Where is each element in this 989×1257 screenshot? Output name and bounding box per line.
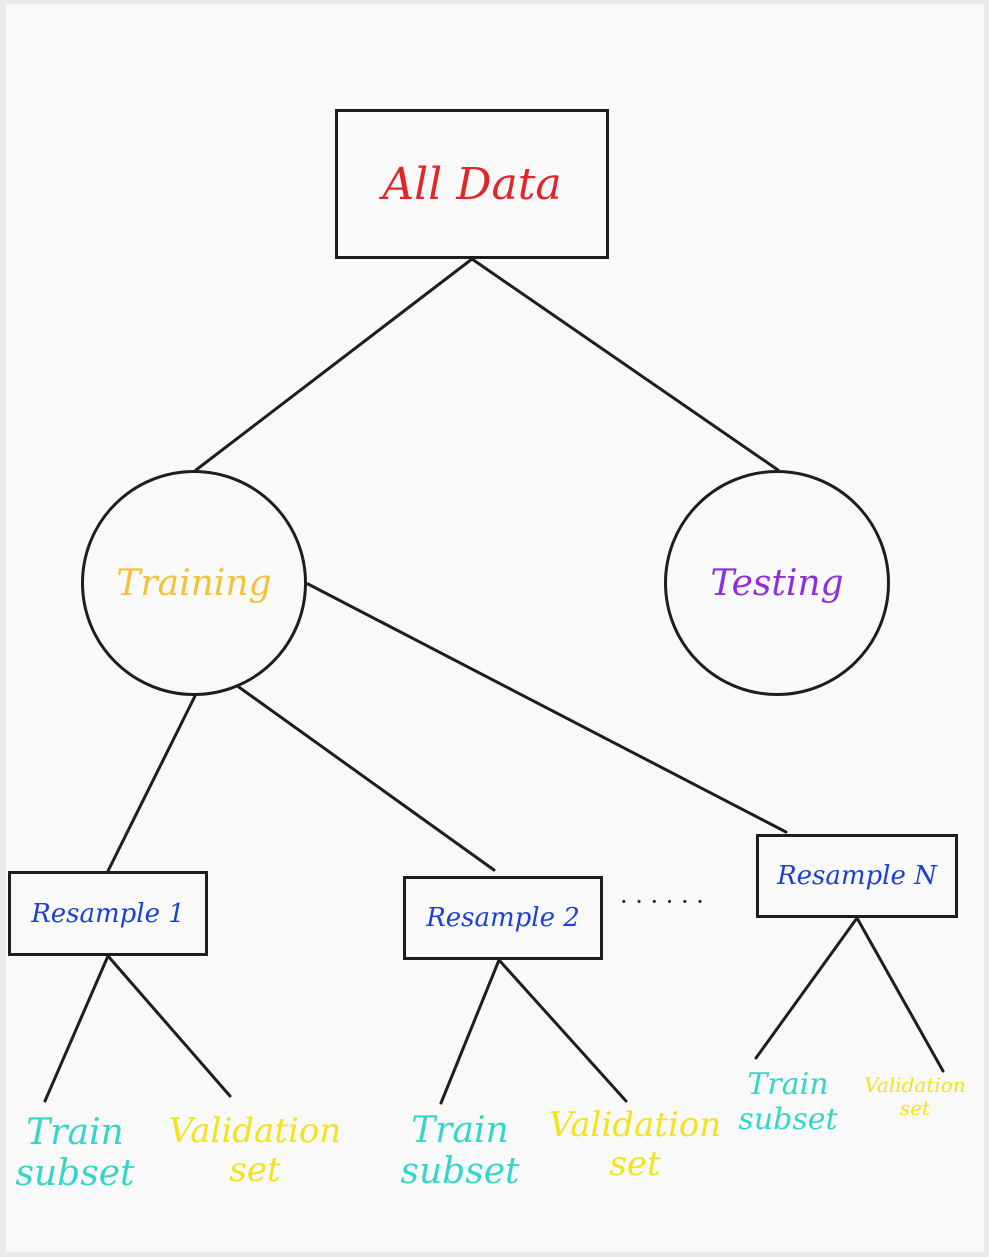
set-word: set: [229, 1150, 281, 1191]
resample-2-validation-set: Validation set: [540, 1105, 730, 1185]
subset-word: subset: [738, 1101, 838, 1137]
resample-n-validation-set: Validation set: [852, 1074, 978, 1120]
edge-resample1-train: [43, 954, 110, 1103]
testing-node: Testing: [664, 470, 890, 696]
resample-n-box: Resample N: [756, 834, 958, 918]
edge-resampleN-train: [754, 916, 859, 1060]
edge-root-training: [194, 257, 474, 472]
resample-n-train-subset: Train subset: [728, 1067, 848, 1137]
validation-word: Validation: [548, 1105, 722, 1145]
edge-root-testing: [470, 257, 780, 472]
resample-2-label: Resample 2: [426, 903, 580, 933]
train-word: Train: [26, 1112, 124, 1153]
train-word: Train: [411, 1110, 509, 1151]
set-word: set: [899, 1096, 931, 1120]
train-word: Train: [747, 1067, 829, 1102]
resample-2-box: Resample 2: [403, 876, 603, 960]
resample-1-validation-set: Validation set: [160, 1111, 350, 1191]
resample-n-label: Resample N: [777, 861, 937, 891]
validation-word: Validation: [864, 1073, 966, 1097]
testing-label: Testing: [710, 562, 844, 604]
subset-word: subset: [400, 1151, 520, 1193]
edge-training-resample2: [234, 683, 496, 872]
edge-resample1-validation: [106, 954, 232, 1098]
resample-1-train-subset: Train subset: [5, 1112, 145, 1195]
training-node: Training: [81, 470, 307, 696]
set-word: set: [609, 1144, 661, 1185]
edge-training-resample1: [106, 692, 198, 873]
resample-2-train-subset: Train subset: [390, 1110, 530, 1193]
training-label: Training: [116, 562, 272, 604]
resample-1-label: Resample 1: [31, 898, 185, 929]
all-data-label: All Data: [382, 158, 562, 210]
edge-resampleN-validation: [855, 916, 945, 1073]
edge-resample2-train: [439, 958, 501, 1105]
subset-word: subset: [15, 1153, 135, 1195]
edge-training-resampleN: [306, 582, 788, 834]
edge-resample2-validation: [497, 958, 628, 1103]
all-data-box: All Data: [335, 109, 609, 259]
resample-1-box: Resample 1: [8, 871, 208, 956]
ellipsis-dots: · · · · · ·: [620, 888, 704, 916]
validation-word: Validation: [168, 1111, 342, 1151]
